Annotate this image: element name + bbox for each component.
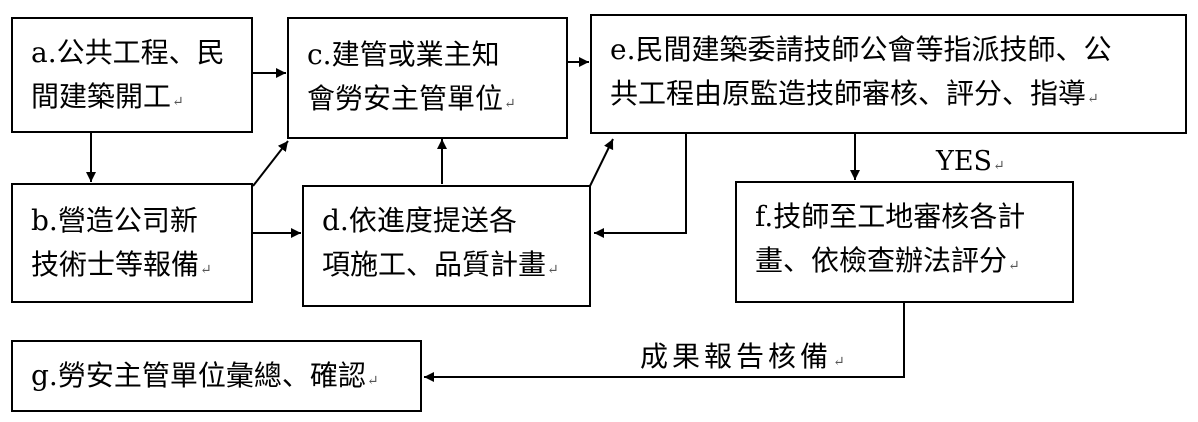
node-f-site-inspection: f.技師至工地審核各計 畫、依檢查辦法評分↵ (735, 181, 1074, 303)
node-g-summary-confirm: g.勞安主管單位彙總、確認↵ (11, 340, 422, 412)
node-e-technician-review: e.民間建築委請技師公會等指派技師、公 共工程由原監造技師審核、評分、指導↵ (590, 14, 1187, 134)
arrow-f-to-g (424, 303, 905, 382)
node-f-line2: 畫、依檢查辦法評分↵ (755, 244, 1020, 277)
node-b-line1: b.營造公司新 (31, 204, 198, 237)
node-d-line2: 項施工、品質計畫↵ (322, 248, 559, 281)
node-a-line2: 間建築開工↵ (31, 80, 184, 113)
node-e-line1: e.民間建築委請技師公會等指派技師、公 (610, 33, 1112, 66)
node-d-submit-plans: d.依進度提送各 項施工、品質計畫↵ (302, 185, 591, 307)
node-b-contractor-report: b.營造公司新 技術士等報備↵ (11, 183, 253, 303)
edge-label-report: 成果報告核備↵ (640, 340, 849, 373)
node-f-line1: f.技師至工地審核各計 (755, 200, 1026, 233)
node-c-line1: c.建管或業主知 (307, 38, 500, 71)
node-a-line1: a.公共工程、民 (31, 36, 225, 69)
node-a-public-works-start: a.公共工程、民 間建築開工↵ (11, 17, 253, 133)
node-d-line1: d.依進度提送各 (322, 204, 517, 237)
arrow-d-to-e (589, 138, 614, 187)
node-c-line2: 會勞安主管單位↵ (307, 82, 516, 115)
node-b-line2: 技術士等報備↵ (31, 248, 212, 281)
node-g-line1: g.勞安主管單位彙總、確認↵ (31, 359, 379, 392)
edge-label-yes: YES↵ (936, 146, 1005, 177)
node-c-notify-safety-unit: c.建管或業主知 會勞安主管單位↵ (287, 17, 568, 139)
arrow-e-to-d (594, 134, 687, 238)
node-e-line2: 共工程由原監造技師審核、評分、指導↵ (610, 77, 1099, 110)
arrow-b-to-c (252, 140, 289, 187)
